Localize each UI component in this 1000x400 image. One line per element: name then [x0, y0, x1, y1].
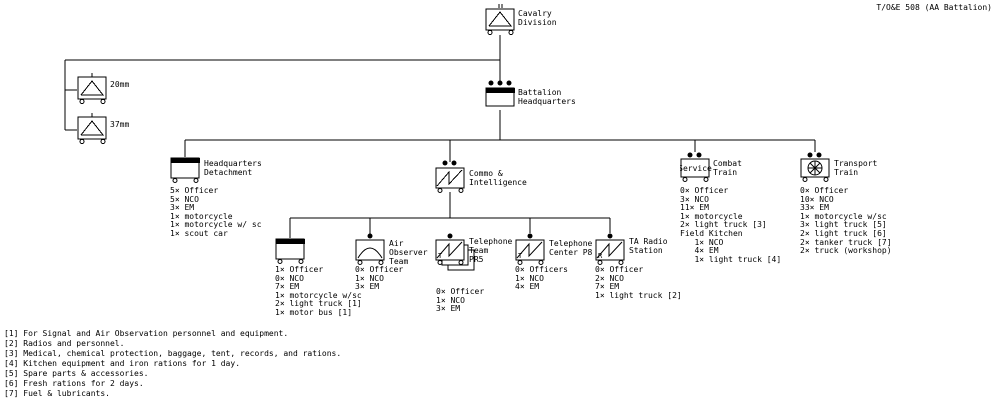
transport-train-label: Transport Train: [834, 159, 878, 177]
ta-radio-station-roster: 0× Officer 2× NCO 7× EM 1× light truck […: [595, 265, 682, 300]
ta-radio-r-mark: R: [598, 252, 603, 260]
air-observer-symbol-icon: [355, 233, 385, 265]
cavalry-division-symbol-icon: [485, 4, 515, 35]
ta-radio-station-label: TA Radio Station: [629, 237, 668, 255]
combat-train-label: Combat Train: [713, 159, 742, 177]
37mm-battery-label: 37mm: [110, 120, 130, 129]
hq-detachment-symbol-icon: [170, 157, 200, 183]
air-observer-label: Air Observer Team: [389, 239, 428, 266]
hq-detachment-roster: 5× Officer 5× NCO 3× EM 1× motorcycle 1×…: [170, 186, 262, 238]
telephone-center-roster: 0× Officers 1× NCO 4× EM: [515, 265, 568, 292]
telephone-center-t-mark: T: [518, 252, 523, 260]
combat-train-roster: 0× Officer 3× NCO 11× EM 1× motorcycle 2…: [680, 186, 782, 264]
37mm-battery-symbol-icon: [77, 113, 107, 144]
telephone-center-symbol-icon: T: [515, 233, 545, 265]
20mm-battery-symbol-icon: [77, 73, 107, 104]
battalion-hq-symbol-icon: [485, 80, 515, 107]
footnotes-block: [1] For Signal and Air Observation perso…: [4, 329, 342, 398]
transport-train-symbol-icon: [800, 152, 830, 182]
section-hq-roster: 1× Officer 0× NCO 7× EM 1× motorcycle w/…: [275, 265, 362, 317]
hq-detachment-label: Headquarters Detachment: [204, 159, 262, 177]
table-of-equipment-title: T/O&E 508 (AA Battalion): [876, 3, 992, 12]
air-observer-roster: 0× Officer 1× NCO 3× EM: [355, 265, 404, 292]
telephone-team-roster: 0× Officer 1× NCO 3× EM: [436, 287, 485, 314]
commo-intelligence-symbol-icon: [435, 160, 465, 193]
20mm-battery-label: 20mm: [110, 80, 130, 89]
cavalry-division-label: Cavalry Division: [518, 9, 557, 27]
combat-train-symbol-icon: Service: [680, 152, 712, 182]
ta-radio-station-symbol-icon: R: [595, 233, 625, 265]
transport-train-roster: 0× Officer 10× NCO 33× EM 1× motorcycle …: [800, 186, 892, 256]
commo-intelligence-label: Commo & Intelligence: [469, 169, 527, 187]
service-symbol-text: Service: [680, 164, 712, 173]
section-hq-symbol-icon: [275, 238, 305, 264]
battalion-hq-label: Battalion Headquarters: [518, 88, 576, 106]
telephone-team-label: Telephone Team PR5: [469, 237, 513, 264]
telephone-center-label: Telephone Center P8: [549, 239, 593, 257]
telephone-team-symbol-icon: T: [435, 233, 475, 271]
telephone-team-t-mark: T: [438, 252, 443, 260]
